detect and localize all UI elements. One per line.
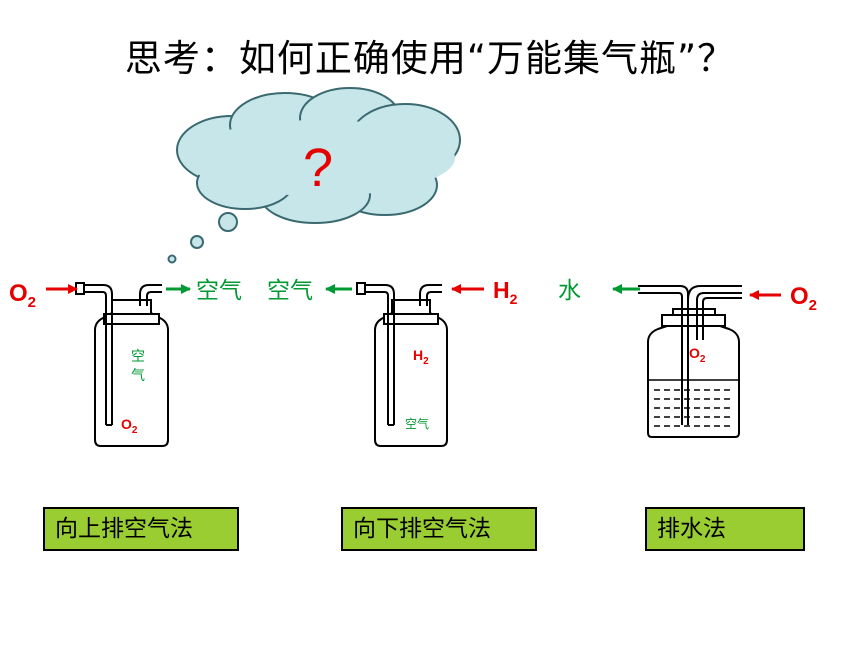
gas-bottle-3 [638, 285, 742, 438]
svg-text:O2: O2 [689, 345, 706, 365]
svg-text:H2: H2 [493, 277, 518, 307]
bottle-1-outlet: 空气 [166, 277, 242, 303]
page-title: 思考：如何正确使用“万能集气瓶”？ [124, 37, 736, 80]
svg-text:气: 气 [131, 367, 145, 383]
thought-cloud: ? [167, 87, 461, 264]
bottle-3-inlet: O2 [749, 283, 817, 314]
bottle-2-outlet: 空气 [267, 277, 352, 303]
svg-text:H2: H2 [413, 347, 429, 367]
bottle-1-inlet: O2 [9, 280, 78, 311]
svg-text:水: 水 [558, 277, 581, 303]
svg-text:O2: O2 [790, 283, 817, 314]
svg-text:O2: O2 [121, 416, 138, 436]
svg-text:空气: 空气 [267, 277, 313, 303]
svg-text:空: 空 [131, 348, 145, 364]
bottle-3-outlet: 水 [558, 277, 640, 303]
method-downward-air-displacement: 向下排空气法 [341, 507, 537, 551]
svg-text:O2: O2 [9, 280, 36, 311]
cloud-question-mark: ? [303, 138, 333, 198]
gas-bottle-2 [356, 282, 448, 447]
method-water-displacement: 排水法 [645, 507, 805, 551]
gas-bottle-1 [75, 282, 169, 447]
svg-text:空气: 空气 [405, 416, 429, 431]
method-upward-air-displacement: 向上排空气法 [43, 507, 239, 551]
bottle-2-inlet: H2 [451, 277, 518, 307]
svg-text:空气: 空气 [196, 277, 242, 303]
